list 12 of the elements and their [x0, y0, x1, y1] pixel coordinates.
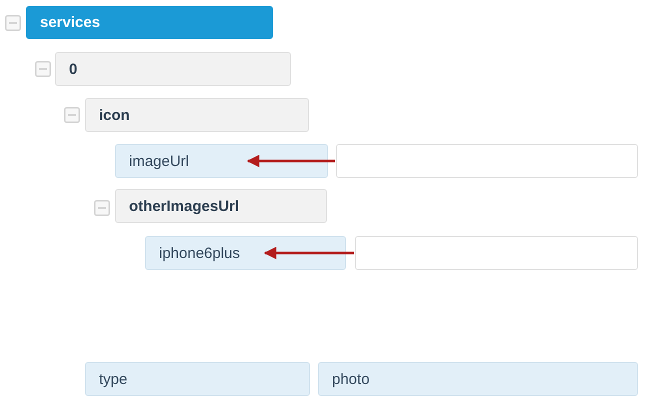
key-box: imageUrl — [115, 144, 328, 178]
value-box: photo — [318, 362, 638, 396]
tree-node: otherImagesUrl — [115, 189, 327, 223]
tree-node: 0 — [55, 52, 291, 86]
tree-node: icon — [85, 98, 309, 132]
value-box — [355, 236, 638, 270]
arrow — [246, 154, 335, 168]
tree-node: services — [26, 6, 273, 39]
key-box: type — [85, 362, 310, 396]
key-box: iphone6plus — [145, 236, 346, 270]
value-box — [336, 144, 638, 178]
arrow — [264, 246, 354, 260]
